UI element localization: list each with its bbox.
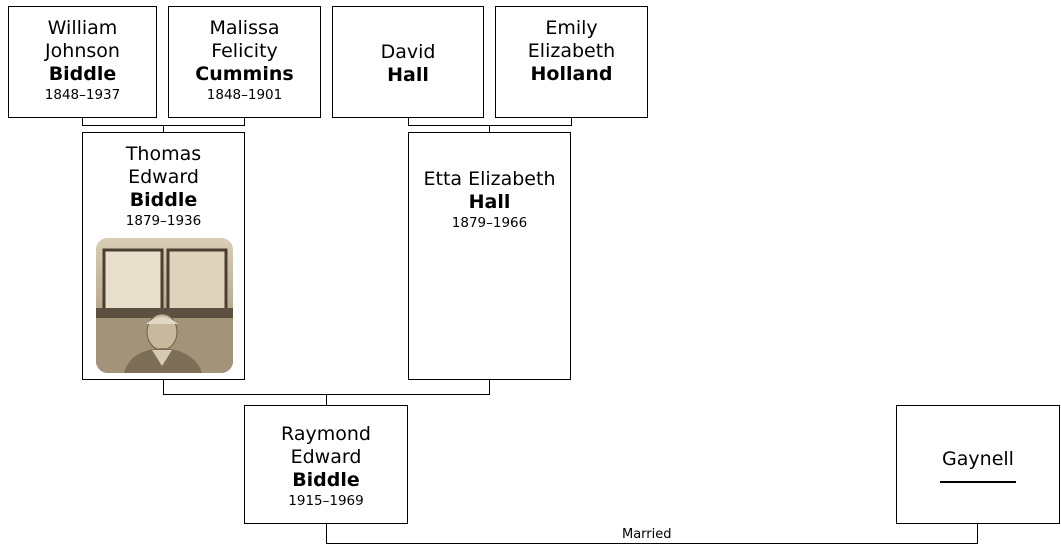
life-dates: 1879–1936 — [125, 213, 202, 229]
marriage-line — [326, 524, 327, 544]
connector-line — [326, 394, 327, 406]
life-dates: 1848–1901 — [206, 87, 283, 103]
life-dates: 1848–1937 — [44, 87, 121, 103]
life-dates: 1915–1969 — [288, 493, 364, 509]
marriage-line — [977, 524, 978, 544]
person-card-david-hall[interactable]: David Hall — [332, 6, 484, 118]
given-name: Emily Elizabeth — [527, 17, 616, 62]
given-name: William Johnson — [45, 17, 120, 62]
marriage-line — [326, 543, 978, 544]
person-card-gaynell[interactable]: Gaynell — [896, 405, 1060, 524]
given-name: Raymond Edward — [281, 423, 371, 468]
connector-line — [571, 118, 572, 126]
connector-line — [408, 125, 572, 126]
given-name: David — [380, 41, 436, 63]
connector-line — [408, 118, 409, 126]
connector-line — [82, 118, 83, 126]
surname: Biddle — [129, 189, 198, 211]
portrait-photo — [96, 238, 233, 373]
given-name: Gaynell — [942, 448, 1014, 470]
connector-line — [489, 125, 490, 133]
person-card-emily-holland[interactable]: Emily Elizabeth Holland — [495, 6, 648, 118]
person-card-william-biddle[interactable]: William Johnson Biddle 1848–1937 — [8, 6, 157, 118]
person-card-raymond-biddle[interactable]: Raymond Edward Biddle 1915–1969 — [244, 405, 408, 524]
connector-line — [163, 125, 164, 133]
connector-line — [489, 380, 490, 395]
surname: Cummins — [195, 63, 294, 85]
surname: Hall — [468, 191, 511, 213]
given-name: Thomas Edward — [125, 143, 202, 188]
given-name: Etta Elizabeth — [423, 168, 556, 190]
person-card-etta-hall[interactable]: Etta Elizabeth Hall 1879–1966 — [408, 132, 571, 380]
surname: Biddle — [292, 469, 360, 491]
surname: Holland — [530, 63, 613, 85]
surname: Hall — [387, 64, 429, 86]
surname: Biddle — [48, 63, 117, 85]
relationship-label: Married — [622, 527, 672, 542]
connector-line — [163, 380, 164, 395]
connector-line — [244, 118, 245, 126]
person-card-malissa-cummins[interactable]: Malissa Felicity Cummins 1848–1901 — [168, 6, 321, 118]
life-dates: 1879–1966 — [451, 215, 528, 231]
person-card-thomas-biddle[interactable]: Thomas Edward Biddle 1879–1936 — [82, 132, 245, 380]
given-name: Malissa Felicity — [209, 17, 280, 62]
unknown-surname-placeholder — [940, 481, 1016, 483]
